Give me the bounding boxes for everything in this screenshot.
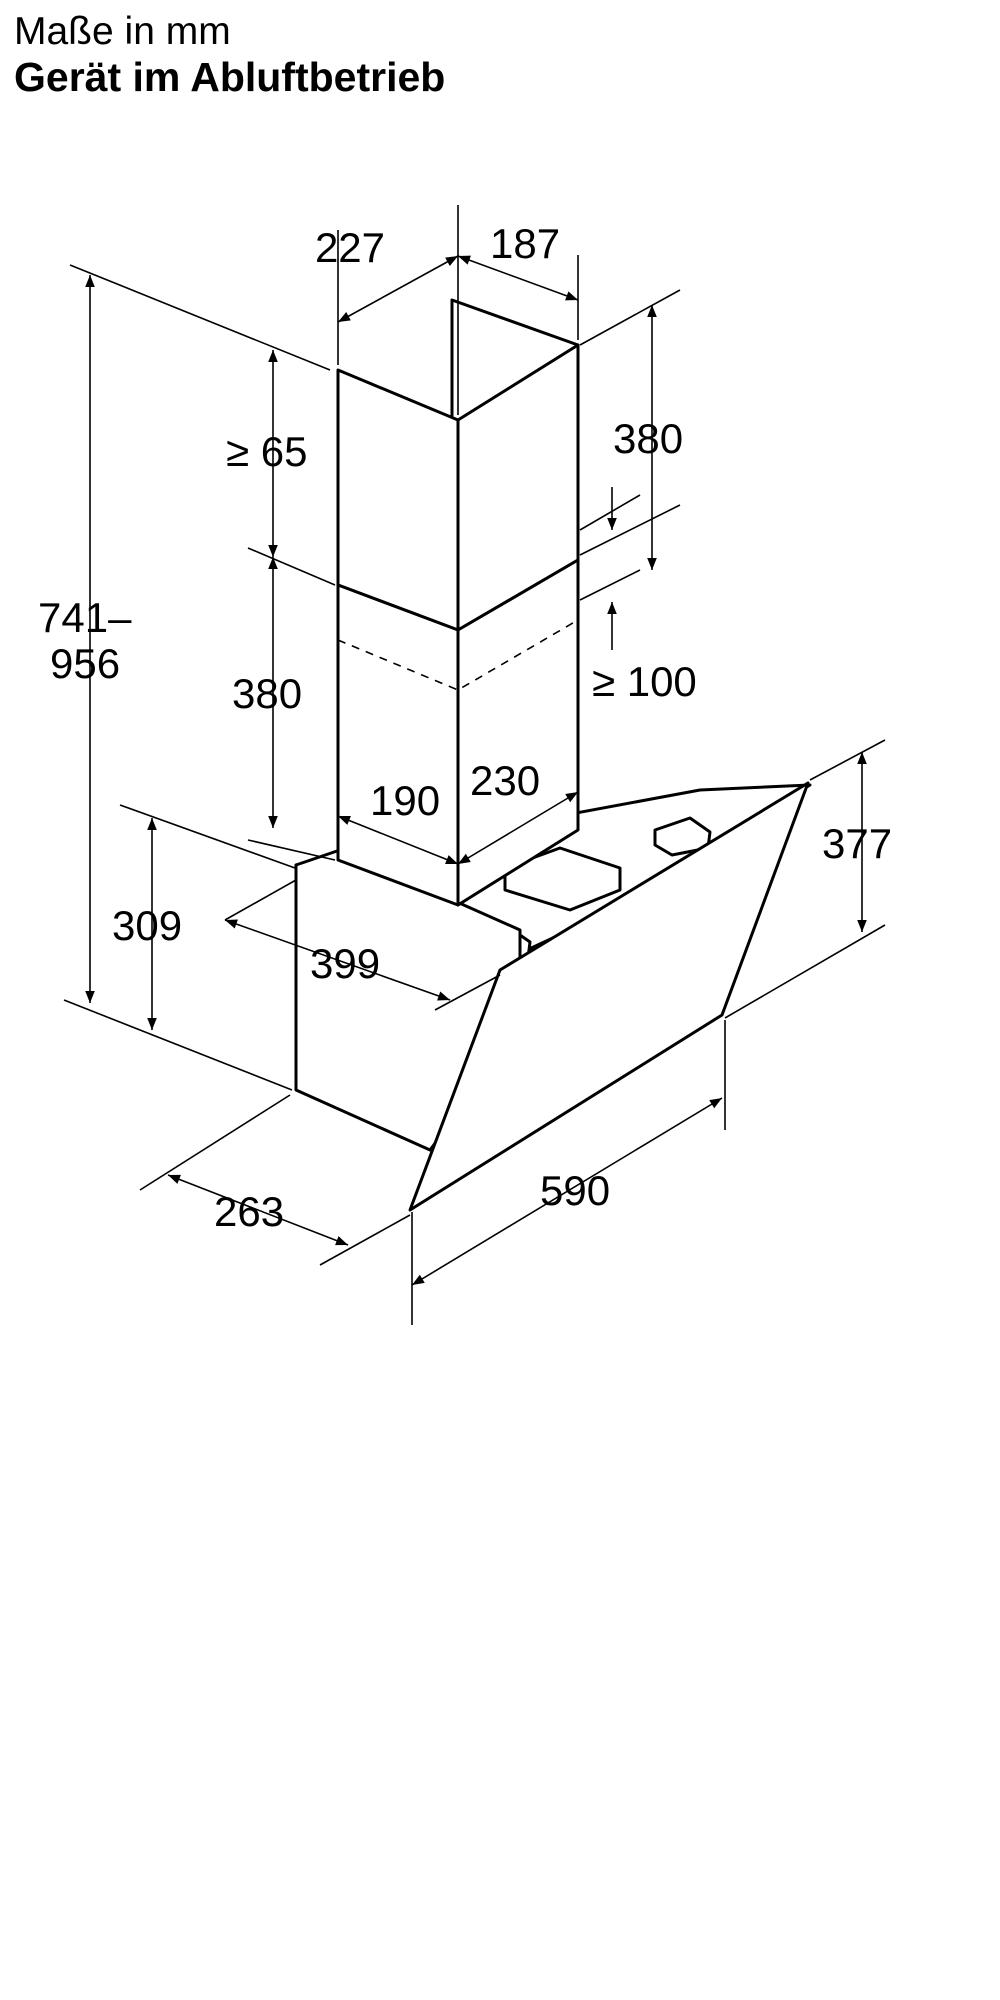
label-overall-width: 590 bbox=[540, 1167, 610, 1214]
dimension-labels: 227 187 ≥ 65 380 380 ≥ 100 741– 956 190 … bbox=[38, 220, 892, 1235]
dim-line-227 bbox=[337, 255, 459, 323]
label-body-depth-top: 399 bbox=[310, 940, 380, 987]
label-body-depth-bottom: 263 bbox=[214, 1188, 284, 1235]
dim-line-230 bbox=[457, 791, 579, 865]
label-body-height: 309 bbox=[112, 902, 182, 949]
label-inner-depth: 230 bbox=[470, 757, 540, 804]
dim-line-187 bbox=[457, 255, 579, 301]
label-right-chimney-height: 380 bbox=[613, 415, 683, 462]
label-total-height-1: 741– bbox=[38, 594, 132, 641]
label-chimney-width: 227 bbox=[315, 224, 385, 271]
dimension-arrows bbox=[85, 255, 867, 1286]
header: Maße in mm Gerät im Abluftbetrieb bbox=[14, 10, 445, 100]
label-top-clearance: ≥ 100 bbox=[592, 658, 697, 705]
dim-line-590 bbox=[411, 1097, 723, 1286]
label-upper-min-gap: ≥ 65 bbox=[226, 428, 307, 475]
label-glass-height: 377 bbox=[822, 820, 892, 867]
dim-line-263 bbox=[167, 1174, 349, 1246]
extension-lines bbox=[63, 205, 886, 1325]
label-total-height-2: 956 bbox=[50, 640, 120, 687]
dim-line-190 bbox=[337, 815, 459, 865]
label-chimney-depth: 187 bbox=[490, 220, 560, 267]
label-upper-chimney-height: 380 bbox=[232, 670, 302, 717]
label-inner-width: 190 bbox=[370, 777, 440, 824]
units-note: Maße in mm bbox=[14, 10, 231, 53]
page-title: Gerät im Abluftbetrieb bbox=[14, 54, 446, 100]
dim-line-399 bbox=[224, 919, 451, 1001]
